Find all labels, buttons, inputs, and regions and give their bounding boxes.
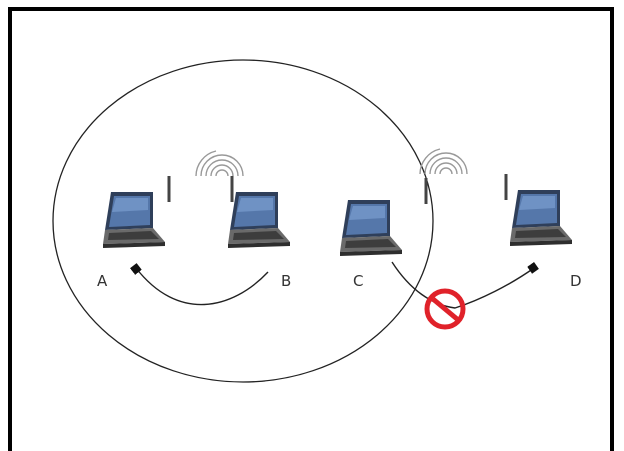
- link-b-to-a: [129, 263, 269, 306]
- coverage-range-circle: [52, 59, 434, 383]
- node-label-c: C: [353, 272, 363, 290]
- link-c-to-d: [391, 261, 539, 309]
- no-entry-icon: [424, 288, 466, 330]
- wireless-signal-icon: [195, 150, 244, 177]
- node-label-a: A: [97, 272, 108, 290]
- laptop-icon: [103, 174, 171, 248]
- laptop-icon: [340, 176, 428, 256]
- laptop-icon: [228, 174, 290, 248]
- wireless-signal-icon: [419, 148, 468, 175]
- laptop-icon: [504, 172, 572, 246]
- node-label-d: D: [570, 272, 582, 290]
- node-label-b: B: [281, 272, 291, 290]
